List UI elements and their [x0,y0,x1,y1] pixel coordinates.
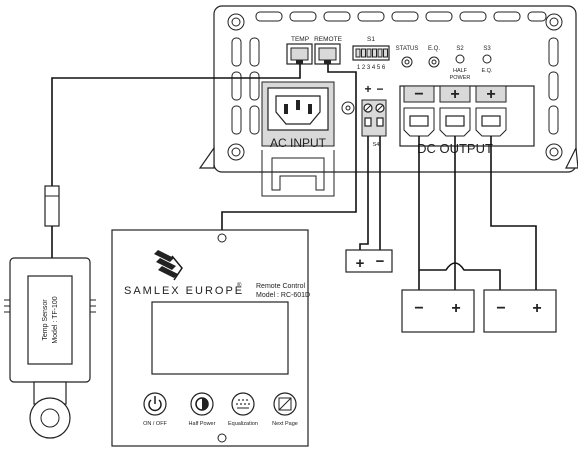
half-power-label: Half Power [189,421,216,427]
battery-2-plus: + [532,300,541,317]
temp-port-label: TEMP [291,36,309,43]
power-icon [148,399,162,412]
brand-name: SAMLEX EUROPE [124,285,244,297]
screw-ac [341,101,355,115]
battery-1-minus: − [414,300,423,317]
ac-input-socket: AC INPUT [261,81,335,197]
battery-2-minus: − [496,300,505,317]
aux-terminal-block: + − S4 [361,82,387,148]
aux-battery-minus: − [376,253,385,270]
remote-title-1: Remote Control [256,283,305,290]
mount-hole-bottom-right [545,143,563,161]
battery-charger: TEMP REMOTE S1 1 2 3 4 5 6 STATUS [198,5,578,197]
status-led [401,56,413,68]
half-power-label-1: HALF [453,68,468,74]
remote-control: SAMLEX EUROPE ® Remote Control Model : R… [111,229,310,447]
s3-switch [482,54,492,64]
battery-2: − + [483,289,557,333]
battery-1: − + [401,289,475,333]
aux-battery-plus: + [356,255,365,272]
on-off-label: ON / OFF [143,421,167,427]
remote-port: REMOTE [314,36,343,65]
s1-numbers: 1 2 3 4 5 6 [357,65,386,71]
lcd-display [151,301,289,375]
mount-hole-bottom-left [227,143,245,161]
temp-port: TEMP [286,36,313,65]
eq-label: E.Q. [428,46,440,52]
eq2-label: E.Q. [481,68,492,74]
aux-minus-label: + [364,82,371,96]
wiring [51,64,537,290]
sensor-label-2: Model : TF-100 [52,296,59,343]
remote-title-2: Model : RC-601D [256,292,310,299]
half-power-button[interactable]: Half Power [189,392,216,427]
aux-plus-label: − [376,82,383,96]
remote-port-label: REMOTE [314,36,342,43]
vent-slots-side [231,37,559,135]
half-power-label-2: POWER [450,75,471,81]
s1-label: S1 [367,36,375,43]
remote-bottom-hole [217,433,227,443]
half-circle-icon [202,398,208,410]
brand-registered: ® [237,282,242,289]
dc-plus1-label: + [450,86,459,103]
dc-output-terminals: − + + DC OUTPUT [399,85,535,156]
s1-dip-switch: S1 1 2 3 4 5 6 [352,36,390,71]
equalization-label: Equalization [228,421,258,427]
equalization-icon [236,399,250,409]
wire-dc-plus2 [490,136,537,290]
dc-minus-label: − [414,86,423,103]
next-page-icon [278,397,292,411]
dc-plus2-label: + [486,86,495,103]
next-page-label: Next Page [272,421,298,427]
remote-top-hole [217,233,227,243]
mount-hole-top-left [227,13,245,31]
s2-switch [455,54,465,64]
wire-temp-sensor [51,64,301,186]
sensor-ring-lug [29,397,71,439]
on-off-button[interactable]: ON / OFF [143,392,168,427]
next-page-button[interactable]: Next Page [272,392,298,427]
temp-sensor: Temp Sensor Model : TF-100 [4,185,96,439]
status-label: STATUS [396,46,419,52]
aux-battery: + − [345,249,393,273]
vent-slots-top [255,11,547,22]
s4-label: S4 [373,142,380,148]
mount-hole-top-right [545,13,563,31]
ac-input-label: AC INPUT [270,136,327,150]
wire-remote [221,64,357,230]
equalization-button[interactable]: Equalization [228,392,258,427]
sensor-label-1: Temp Sensor [42,299,49,341]
s3-label: S3 [483,46,491,52]
samlex-logo-icon [154,250,183,281]
wire-common-negative [419,262,501,290]
indicator-panel: STATUS E.Q. S2 HALF POWER S3 E.Q. [396,46,493,81]
eq-led [428,56,440,68]
s2-label: S2 [456,46,464,52]
battery-1-plus: + [451,300,460,317]
wire-aux-plus [359,136,369,250]
